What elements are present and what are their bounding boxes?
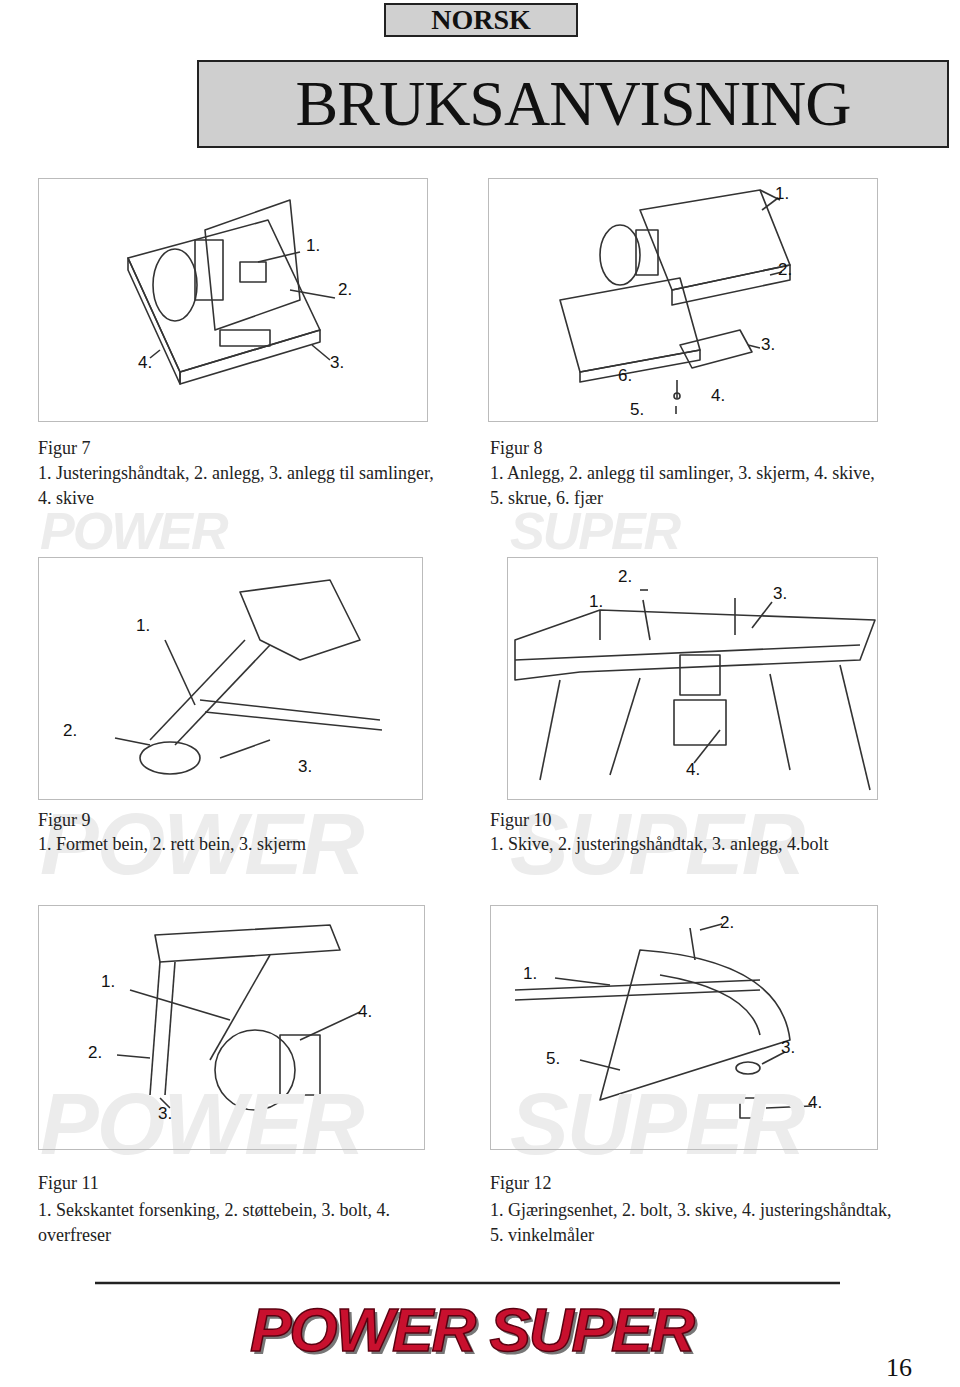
callout-number: 3. — [773, 585, 787, 602]
figure-caption: 1. Gjæringsenhet, 2. bolt, 3. skive, 4. … — [490, 1198, 900, 1247]
callout-number: 3. — [761, 336, 775, 353]
language-label: NORSK — [431, 4, 531, 36]
page-number: 16 — [886, 1355, 912, 1381]
figure-frame: 1. 2. 4. 3. — [38, 178, 428, 422]
figure-number: Figur 7 — [38, 436, 438, 461]
saw-table-sketch — [128, 200, 335, 384]
page-title: BRUKSANVISNING — [198, 61, 948, 147]
callout-number: 2. — [338, 281, 352, 298]
callout-number: 4. — [711, 387, 725, 404]
brand-logo: POWER SUPER — [250, 1296, 693, 1364]
callout-number: 1. — [306, 237, 320, 254]
figure-number: Figur 8 — [490, 436, 890, 461]
callout-number: 5. — [630, 401, 644, 418]
callout-number: 1. — [523, 965, 537, 982]
callout-number: 4. — [686, 761, 700, 778]
callout-number: 4. — [358, 1003, 372, 1020]
callout-number: 3. — [330, 354, 344, 371]
figure-frame: 2. 1. 3. 5. 4. — [490, 905, 878, 1150]
callout-number: 4. — [808, 1094, 822, 1111]
language-tab: NORSK — [384, 3, 578, 37]
figure-caption: 1. Formet bein, 2. rett bein, 3. skjerm — [38, 832, 458, 857]
callout-number: 2. — [88, 1044, 102, 1061]
figure-caption: 1. Sekskantet forsenking, 2. støttebein,… — [38, 1198, 458, 1247]
callout-number: 5. — [546, 1050, 560, 1067]
callout-number: 2. — [778, 261, 792, 278]
callout-number: 3. — [298, 758, 312, 775]
figure-frame: 2. 1. 3. 4. — [507, 557, 878, 800]
figure-frame: 1. 4. 2. 3. — [38, 905, 425, 1150]
figure-number: Figur 10 — [490, 808, 930, 833]
callout-number: 6. — [618, 367, 632, 384]
rule-line — [95, 1282, 840, 1285]
callout-number: 1. — [101, 973, 115, 990]
watermark: POWER — [40, 1080, 362, 1168]
figure-number: Figur 11 — [38, 1171, 458, 1196]
watermark: POWER — [40, 505, 226, 557]
figure-number: Figur 12 — [490, 1171, 900, 1196]
callout-number: 1. — [775, 185, 789, 202]
router-table-sketch — [515, 590, 875, 790]
figure-caption: 1. Skive, 2. justeringshåndtak, 3. anleg… — [490, 832, 930, 857]
callout-number: 1. — [136, 617, 150, 634]
callout-number: 4. — [138, 354, 152, 371]
watermark: SUPER — [510, 1080, 803, 1168]
saw-table-sketch — [560, 190, 790, 414]
title-banner — [198, 61, 948, 147]
figure-caption: 1. Justeringshåndtak, 2. anlegg, 3. anle… — [38, 461, 438, 510]
figure-caption: 1. Anlegg, 2. anlegg til samlinger, 3. s… — [490, 461, 890, 510]
figure-frame: 1. 2. 3. — [38, 557, 423, 800]
figure-number: Figur 9 — [38, 808, 458, 833]
callout-number: 3. — [781, 1039, 795, 1056]
callout-number: 2. — [63, 722, 77, 739]
watermark: SUPER — [510, 505, 679, 557]
figure-frame: 1. 2. 3. 6. 4. 5. — [488, 178, 878, 422]
callout-number: 2. — [618, 568, 632, 585]
callout-number: 2. — [720, 914, 734, 931]
leg-sketch — [115, 580, 382, 774]
callout-number: 3. — [158, 1105, 172, 1122]
callout-number: 1. — [589, 593, 603, 610]
